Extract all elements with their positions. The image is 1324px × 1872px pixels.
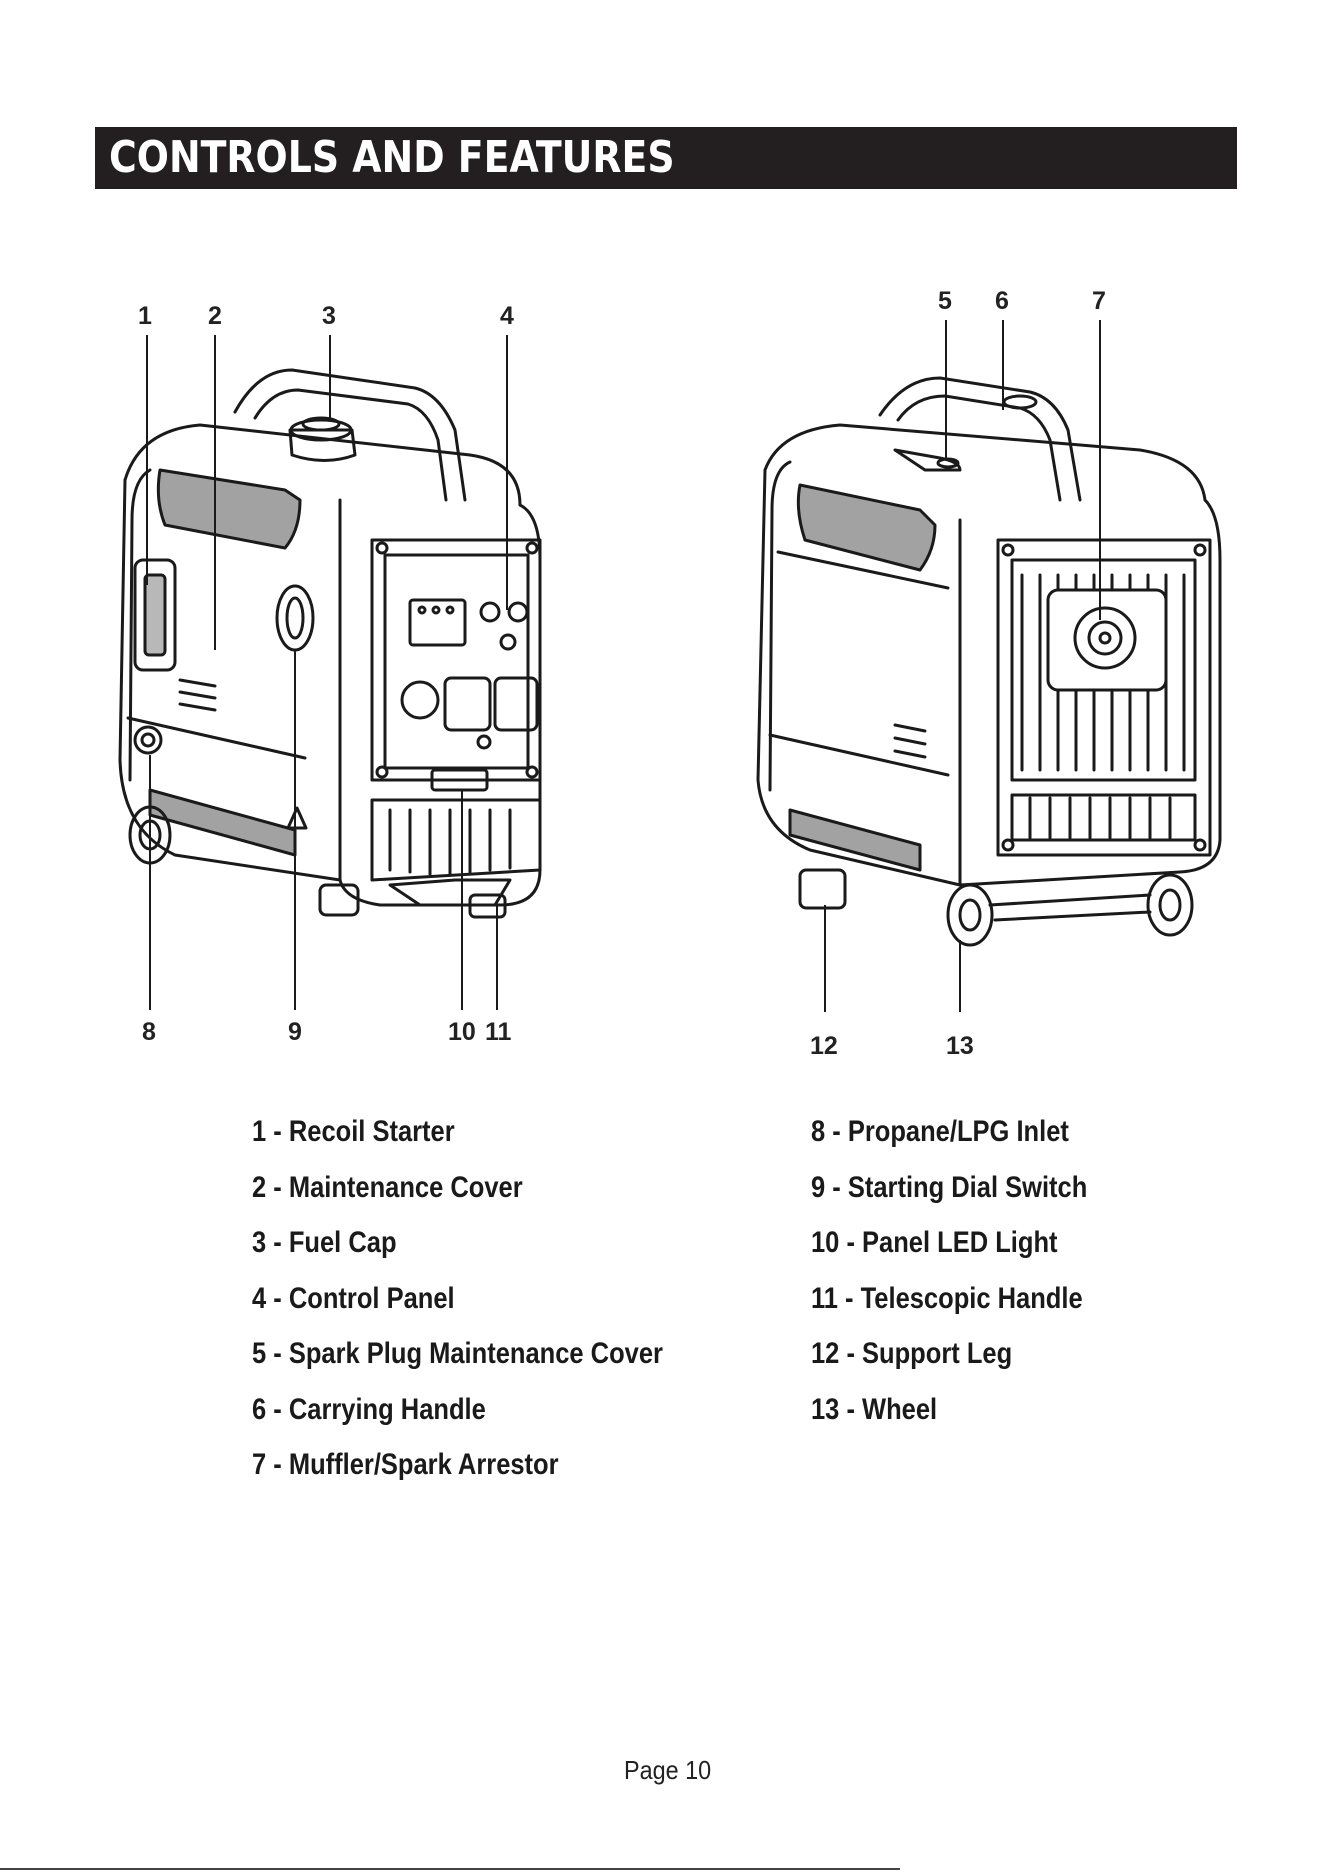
callout-12: 12: [810, 1032, 838, 1060]
callout-1: 1: [138, 302, 152, 330]
page-number: Page 10: [624, 1755, 712, 1785]
legend-item: 8 - Propane/LPG Inlet: [811, 1115, 1069, 1148]
callout-3: 3: [322, 302, 336, 330]
callouts-front: 1 2 3 4 8 9 10 11: [138, 302, 514, 1046]
callouts-rear: 5 6 7 12 13: [810, 287, 1106, 1060]
callout-7: 7: [1092, 287, 1106, 315]
legend-item: 1 - Recoil Starter: [252, 1115, 455, 1148]
bottom-rule: [0, 1868, 900, 1870]
legend-item: 5 - Spark Plug Maintenance Cover: [252, 1337, 663, 1370]
legend-item: 7 - Muffler/Spark Arrestor: [252, 1448, 559, 1481]
callout-5: 5: [938, 287, 952, 315]
legend-item: 6 - Carrying Handle: [252, 1392, 486, 1426]
callout-11: 11: [485, 1018, 512, 1046]
generator-rear-illustration: [756, 376, 1222, 947]
legend-item: 12 - Support Leg: [811, 1337, 1013, 1370]
legend-left: 1 - Recoil Starter 2 - Maintenance Cover…: [252, 1114, 735, 1503]
callout-10: 10: [448, 1018, 476, 1046]
generator-diagrams: 1 2 3 4 8 9 10 11 5 6 7 12 13: [118, 287, 1222, 1060]
callout-9: 9: [288, 1018, 302, 1046]
callout-2: 2: [208, 302, 222, 330]
section-header-bar: CONTROLS AND FEATURES: [95, 127, 1237, 189]
legend-item: 11 - Telescopic Handle: [811, 1281, 1083, 1315]
legend-item: 3 - Fuel Cap: [252, 1226, 397, 1259]
legend-item: 13 - Wheel: [811, 1392, 938, 1426]
leader-lines: [146, 320, 1101, 1012]
legend-item: 10 - Panel LED Light: [811, 1226, 1058, 1259]
callout-8: 8: [142, 1018, 156, 1046]
callout-6: 6: [995, 287, 1009, 315]
section-title: CONTROLS AND FEATURES: [109, 132, 675, 183]
generator-front-illustration: [118, 368, 542, 919]
legend-right: 8 - Propane/LPG Inlet 9 - Starting Dial …: [811, 1114, 1136, 1447]
legend-item: 9 - Starting Dial Switch: [811, 1170, 1088, 1204]
legend-item: 2 - Maintenance Cover: [252, 1170, 523, 1204]
callout-13: 13: [946, 1032, 974, 1060]
callout-4: 4: [500, 302, 514, 330]
legend-item: 4 - Control Panel: [252, 1281, 455, 1315]
